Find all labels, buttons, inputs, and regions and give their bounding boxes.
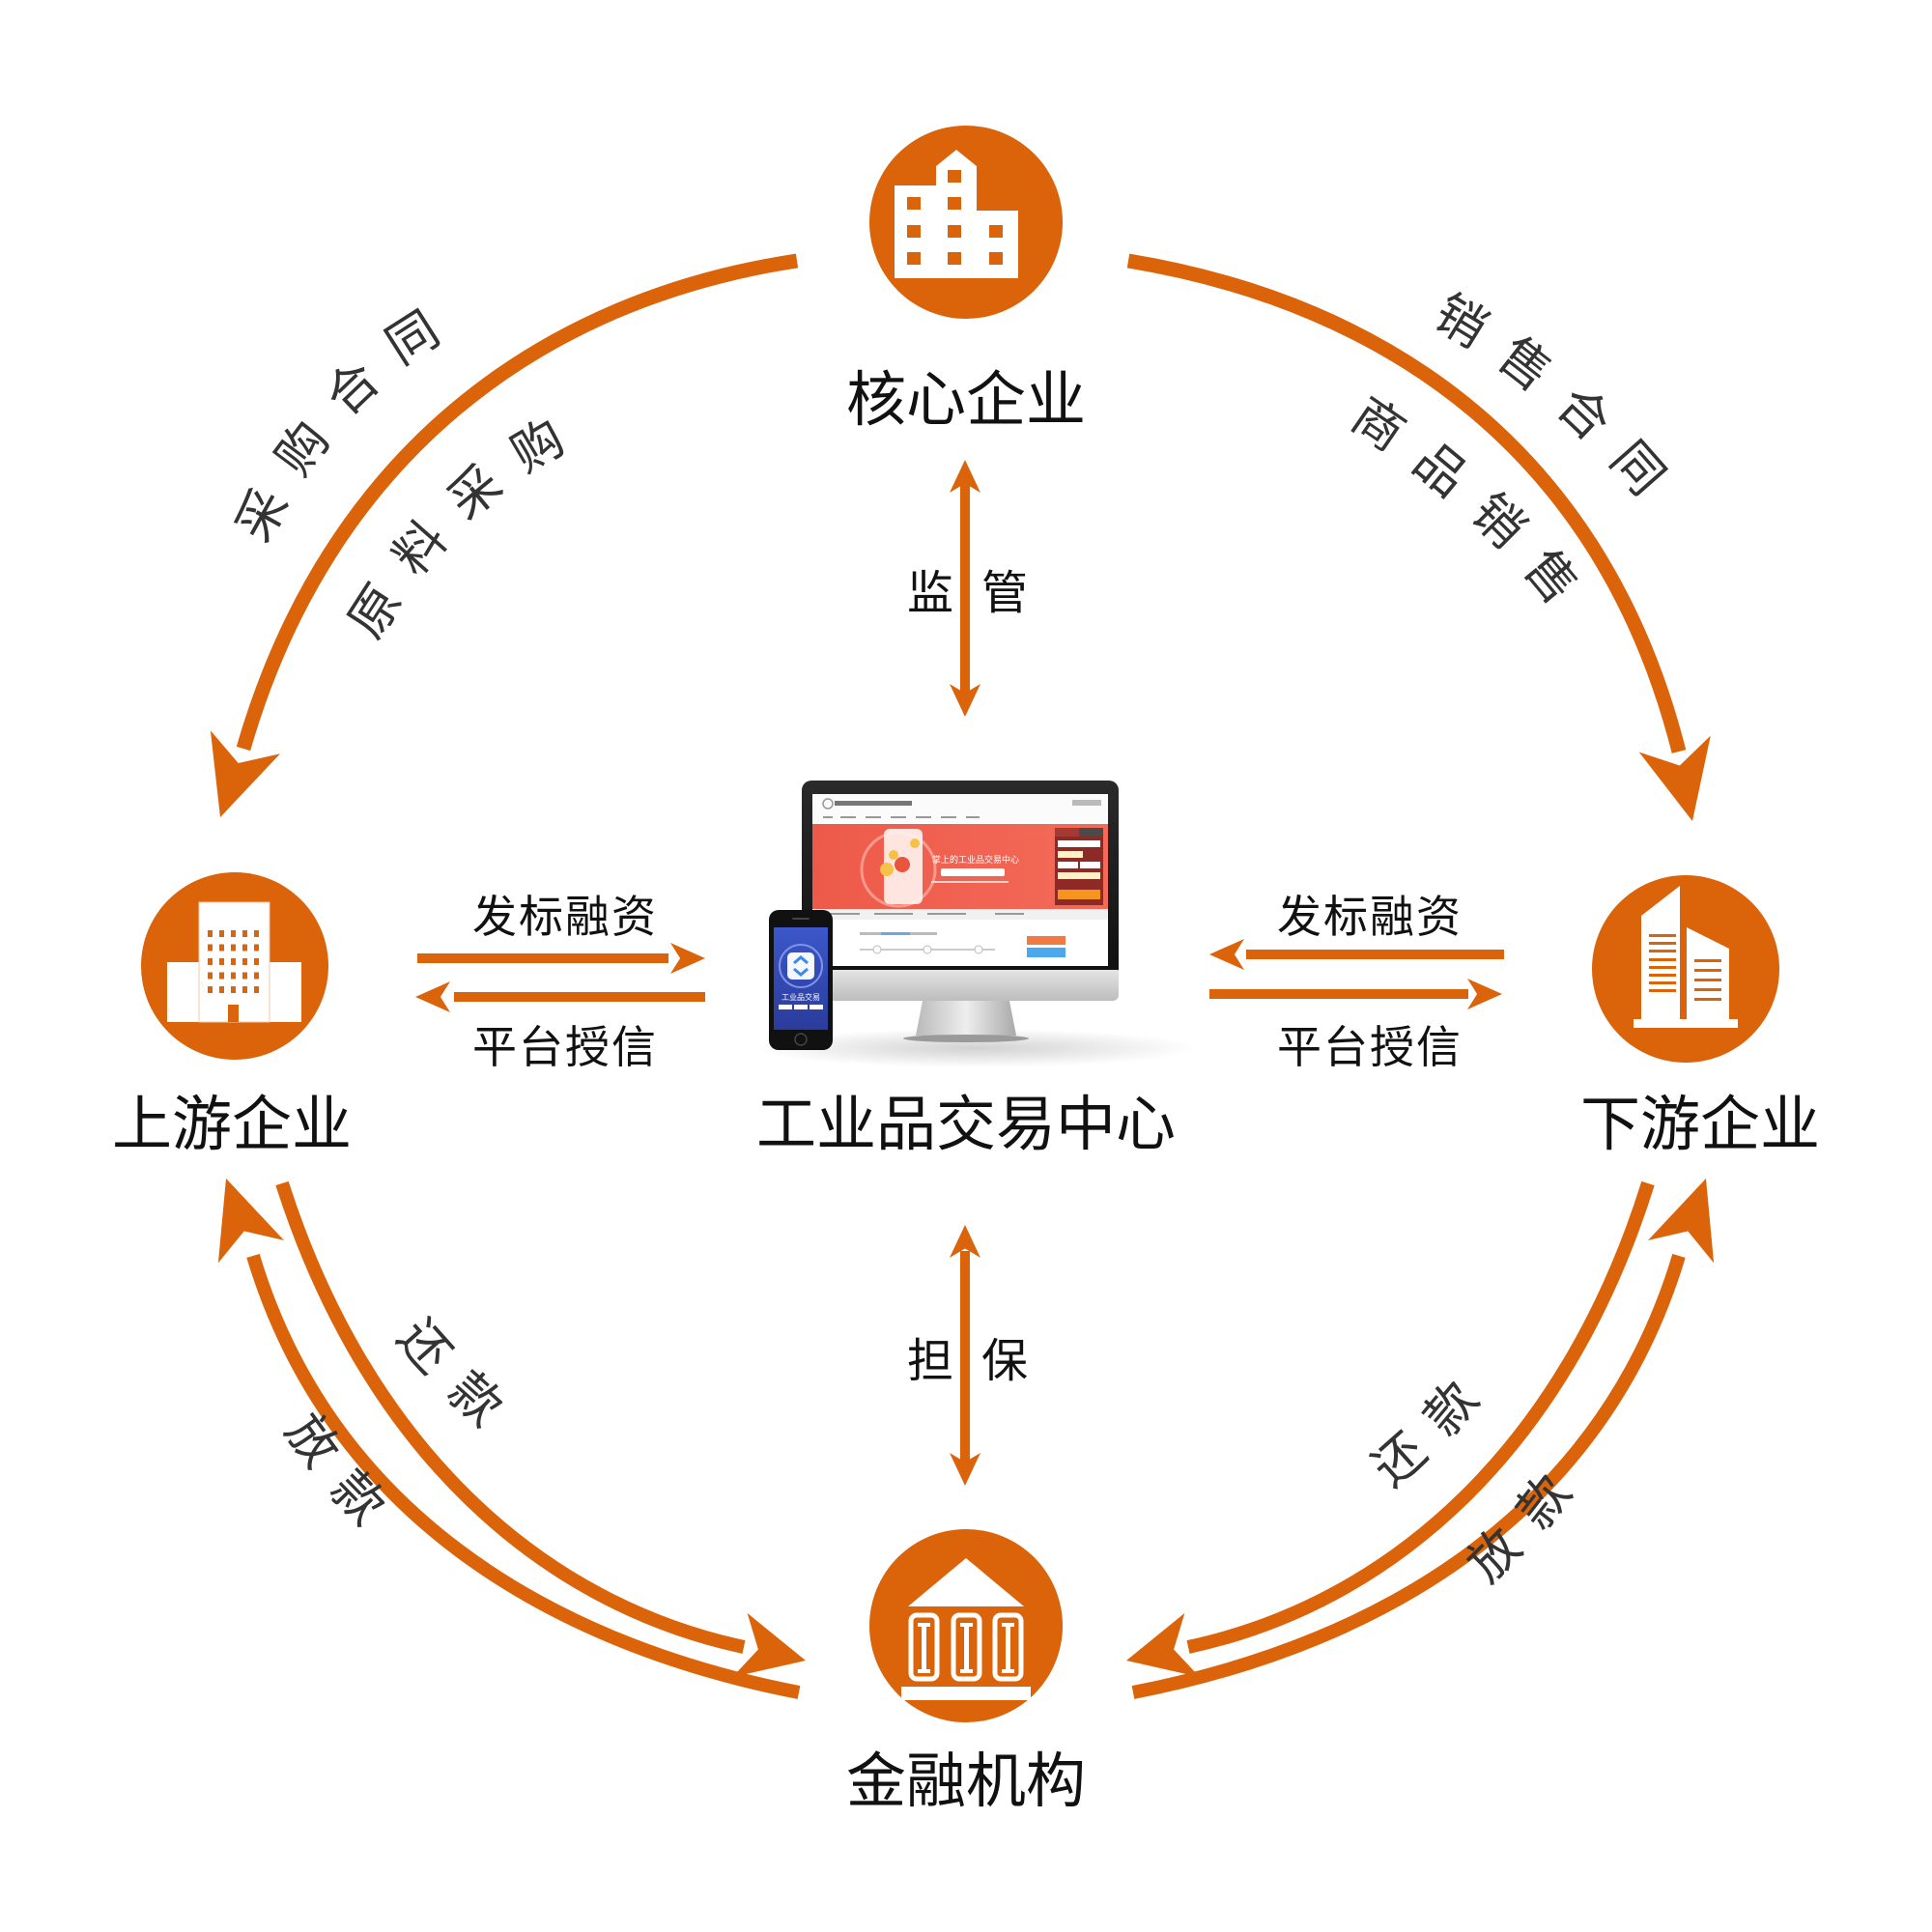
node-financial-institution: 金融机构	[846, 1529, 1086, 1816]
arrow-upstream-to-center-shaft	[417, 953, 668, 963]
monitor-chin	[802, 966, 1119, 1001]
arrowhead-downstream	[1638, 735, 1711, 821]
arc-core-to-downstream	[1126, 253, 1687, 753]
window	[254, 930, 259, 937]
window	[208, 930, 213, 937]
arrowhead-loan-right	[1648, 1179, 1715, 1264]
banner-title: 掌上的工业品交易中心	[932, 854, 1019, 866]
arc-arrows	[210, 253, 1715, 1699]
arc-upstream-loan	[246, 1253, 801, 1699]
label-supervision-left: 监	[907, 566, 953, 620]
label-upstream-bid-financing: 发标融资	[472, 891, 658, 943]
arrow-guarantee-shaft	[960, 1251, 970, 1463]
window-stripe	[1694, 959, 1721, 962]
arc-core-to-upstream	[236, 253, 799, 752]
window	[254, 986, 259, 993]
arrow-upstream-to-center-head	[670, 943, 705, 974]
window	[208, 958, 213, 965]
label-raw-material-purchase: 原料采购	[337, 396, 596, 648]
node-upstream-enterprise: 上游企业	[112, 872, 352, 1159]
window-stripe	[1694, 988, 1721, 991]
arrowhead-loan-left	[217, 1179, 284, 1264]
arc-upstream-repayment	[275, 1180, 746, 1654]
bank-icon	[901, 1558, 1031, 1700]
downstream-enterprise-label: 下游企业	[1580, 1089, 1820, 1159]
window-stripe	[1649, 950, 1676, 952]
arrow-downstream-to-center-head	[1209, 939, 1244, 970]
window	[231, 930, 236, 937]
arc-downstream-loan	[1131, 1253, 1686, 1699]
window	[231, 986, 236, 993]
label-supervision-right: 管	[981, 566, 1028, 620]
window-stripe	[1694, 969, 1721, 972]
node-trading-center: 掌上的工业品交易中心	[753, 781, 1198, 1159]
office-building-icon	[167, 901, 301, 1023]
skyscraper-icon	[1634, 886, 1738, 1028]
window	[242, 930, 247, 937]
window	[208, 944, 213, 952]
trading-center-label: 工业品交易中心	[756, 1089, 1176, 1159]
window	[231, 972, 236, 980]
window	[219, 944, 224, 952]
window	[242, 972, 247, 980]
window-stripe	[1649, 934, 1676, 937]
arc-downstream-repayment	[1186, 1180, 1655, 1654]
window	[242, 986, 247, 993]
factory-building-icon	[895, 150, 1018, 278]
window	[254, 972, 259, 980]
label-upstream-platform-credit: 平台授信	[472, 1021, 658, 1073]
window	[242, 958, 247, 965]
node-circle	[1592, 875, 1779, 1063]
upstream-enterprise-label: 上游企业	[112, 1089, 352, 1159]
computer-and-phone-icon: 掌上的工业品交易中心	[753, 781, 1198, 1067]
window	[208, 986, 213, 993]
window	[219, 930, 224, 937]
arrowhead-upstream	[210, 730, 280, 817]
window-stripe	[1649, 966, 1676, 969]
label-downstream-platform-credit: 平台授信	[1277, 1021, 1463, 1073]
phone-title: 工业品交易	[781, 992, 820, 1002]
financial-institution-label: 金融机构	[846, 1746, 1086, 1816]
arrow-downstream-to-center-shaft	[1246, 950, 1504, 959]
label-guarantee-left: 担	[907, 1334, 953, 1388]
monitor-stand	[916, 1001, 1016, 1036]
window	[231, 944, 236, 952]
window	[219, 958, 224, 965]
node-downstream-enterprise: 下游企业	[1580, 875, 1820, 1159]
window	[242, 944, 247, 952]
window	[219, 986, 224, 993]
arrow-center-to-downstream-head	[1467, 979, 1502, 1009]
window-stripe	[1649, 958, 1676, 961]
arrow-center-to-upstream-head	[415, 981, 450, 1012]
label-downstream-bid-financing: 发标融资	[1277, 891, 1463, 943]
core-enterprise-label: 核心企业	[846, 364, 1086, 435]
window-stripe	[1649, 974, 1676, 977]
arrow-supervision-shaft	[960, 483, 970, 696]
arrow-guarantee-head-up	[950, 1225, 980, 1258]
window-stripe	[1649, 981, 1676, 984]
window	[254, 958, 259, 965]
arrow-guarantee-head-down	[950, 1453, 980, 1486]
window	[219, 972, 224, 980]
node-core-enterprise: 核心企业	[846, 126, 1086, 435]
window	[254, 944, 259, 952]
arrow-center-to-downstream-shaft	[1209, 989, 1468, 999]
window	[208, 972, 213, 980]
arrowhead-repayment-left	[732, 1612, 806, 1678]
label-guarantee-right: 保	[981, 1334, 1028, 1388]
window-stripe	[1649, 942, 1676, 945]
window	[231, 958, 236, 965]
arrow-center-to-upstream-shaft	[454, 992, 705, 1002]
window-stripe	[1694, 979, 1721, 981]
arrow-supervision-head-up	[950, 460, 980, 493]
window-stripe	[1649, 989, 1676, 992]
window-stripe	[1694, 998, 1721, 1001]
arrowhead-repayment-right	[1126, 1612, 1200, 1678]
arrow-supervision-head-down	[950, 684, 980, 717]
label-downstream-loan: 放款	[1457, 1444, 1599, 1594]
